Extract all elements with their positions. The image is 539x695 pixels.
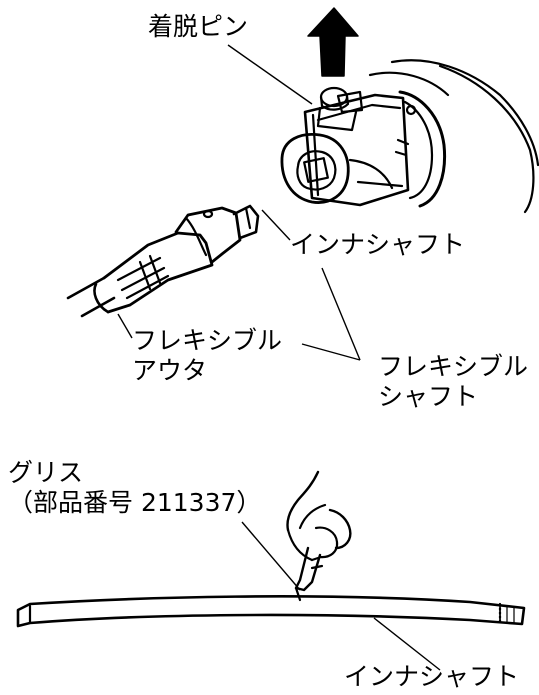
label-pin: 着脱ピン xyxy=(148,12,249,41)
label-flexible-shaft-line2: シャフト xyxy=(378,382,479,411)
label-grease: グリス （部品番号 211337） xyxy=(8,458,261,518)
label-inner-shaft-top: インナシャフト xyxy=(290,230,466,259)
leader-lines xyxy=(117,44,441,671)
leader-pin xyxy=(227,44,313,105)
inner-shaft-rod xyxy=(16,595,526,628)
leader-inner-shaft-top xyxy=(261,209,291,241)
leader-flexible-shaft-b xyxy=(301,343,361,361)
leader-inner-shaft-bottom xyxy=(373,617,441,671)
label-flexible-outer-line2: アウタ xyxy=(132,356,208,385)
leader-grease xyxy=(241,521,301,591)
hand-with-grease-tube xyxy=(286,470,352,602)
label-flexible-outer-line1: フレキシブル xyxy=(132,326,283,355)
up-arrow-icon xyxy=(307,7,359,77)
flexible-shaft-end xyxy=(66,204,260,318)
label-flexible-shaft: フレキシブル シャフト xyxy=(378,352,528,412)
motor-housing xyxy=(280,7,539,214)
leader-flexible-outer xyxy=(117,313,133,339)
label-flexible-shaft-line1: フレキシブル xyxy=(378,352,529,381)
label-grease-line2: （部品番号 211337） xyxy=(8,488,262,517)
label-inner-shaft-bottom: インナシャフト xyxy=(344,662,520,691)
label-flexible-outer: フレキシブル アウタ xyxy=(132,326,282,386)
label-grease-line1: グリス xyxy=(8,458,84,487)
leader-flexible-shaft-a xyxy=(321,267,361,361)
